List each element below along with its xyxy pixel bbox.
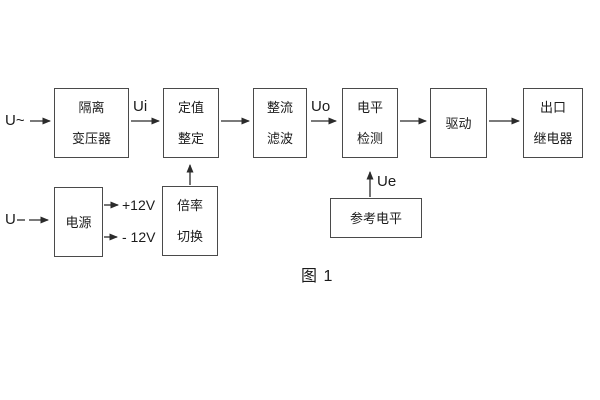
block-output-relay: 出口继电器 [523, 88, 583, 158]
block-level-detect-label: 电平 [356, 100, 383, 115]
block-setpoint-adjust-label: 定值 [177, 100, 204, 115]
label-input-ac: U~ [5, 112, 25, 129]
block-level-detect: 电平检测 [342, 88, 398, 158]
block-power-supply: 电源 [54, 187, 103, 257]
block-isolation-transformer-label: 变压器 [71, 131, 111, 146]
label-signal-ue: Ue [377, 173, 397, 190]
label-signal-ui: Ui [133, 98, 148, 115]
block-drive: 驱动 [430, 88, 487, 158]
block-ratio-switch: 倍率切换 [162, 186, 218, 256]
block-ratio-switch-label: 切换 [176, 229, 203, 244]
label-signal-uo: Uo [311, 98, 331, 115]
figure-caption: 图 1 [301, 268, 334, 285]
block-drive-label: 驱动 [445, 115, 472, 131]
block-output-relay-label: 出口 [539, 100, 566, 115]
label-rail-minus-12v: - 12V [122, 229, 156, 245]
block-output-relay-label: 继电器 [533, 131, 573, 146]
block-level-detect-label: 检测 [356, 131, 383, 146]
block-ratio-switch-label: 倍率 [176, 198, 203, 213]
label-input-dc: U [5, 211, 16, 228]
block-isolation-transformer: 隔离变压器 [54, 88, 129, 158]
block-isolation-transformer-label: 隔离 [78, 100, 105, 115]
block-setpoint-adjust-label: 整定 [177, 131, 204, 146]
block-setpoint-adjust: 定值整定 [163, 88, 219, 158]
block-rectifier-filter-label: 整流 [266, 100, 293, 115]
block-reference-level-label: 参考电平 [349, 210, 402, 226]
label-rail-plus-12v: +12V [122, 197, 156, 213]
block-rectifier-filter: 整流滤波 [253, 88, 307, 158]
block-rectifier-filter-label: 滤波 [266, 131, 293, 146]
block-power-supply-label: 电源 [65, 214, 92, 230]
block-reference-level: 参考电平 [330, 198, 422, 238]
